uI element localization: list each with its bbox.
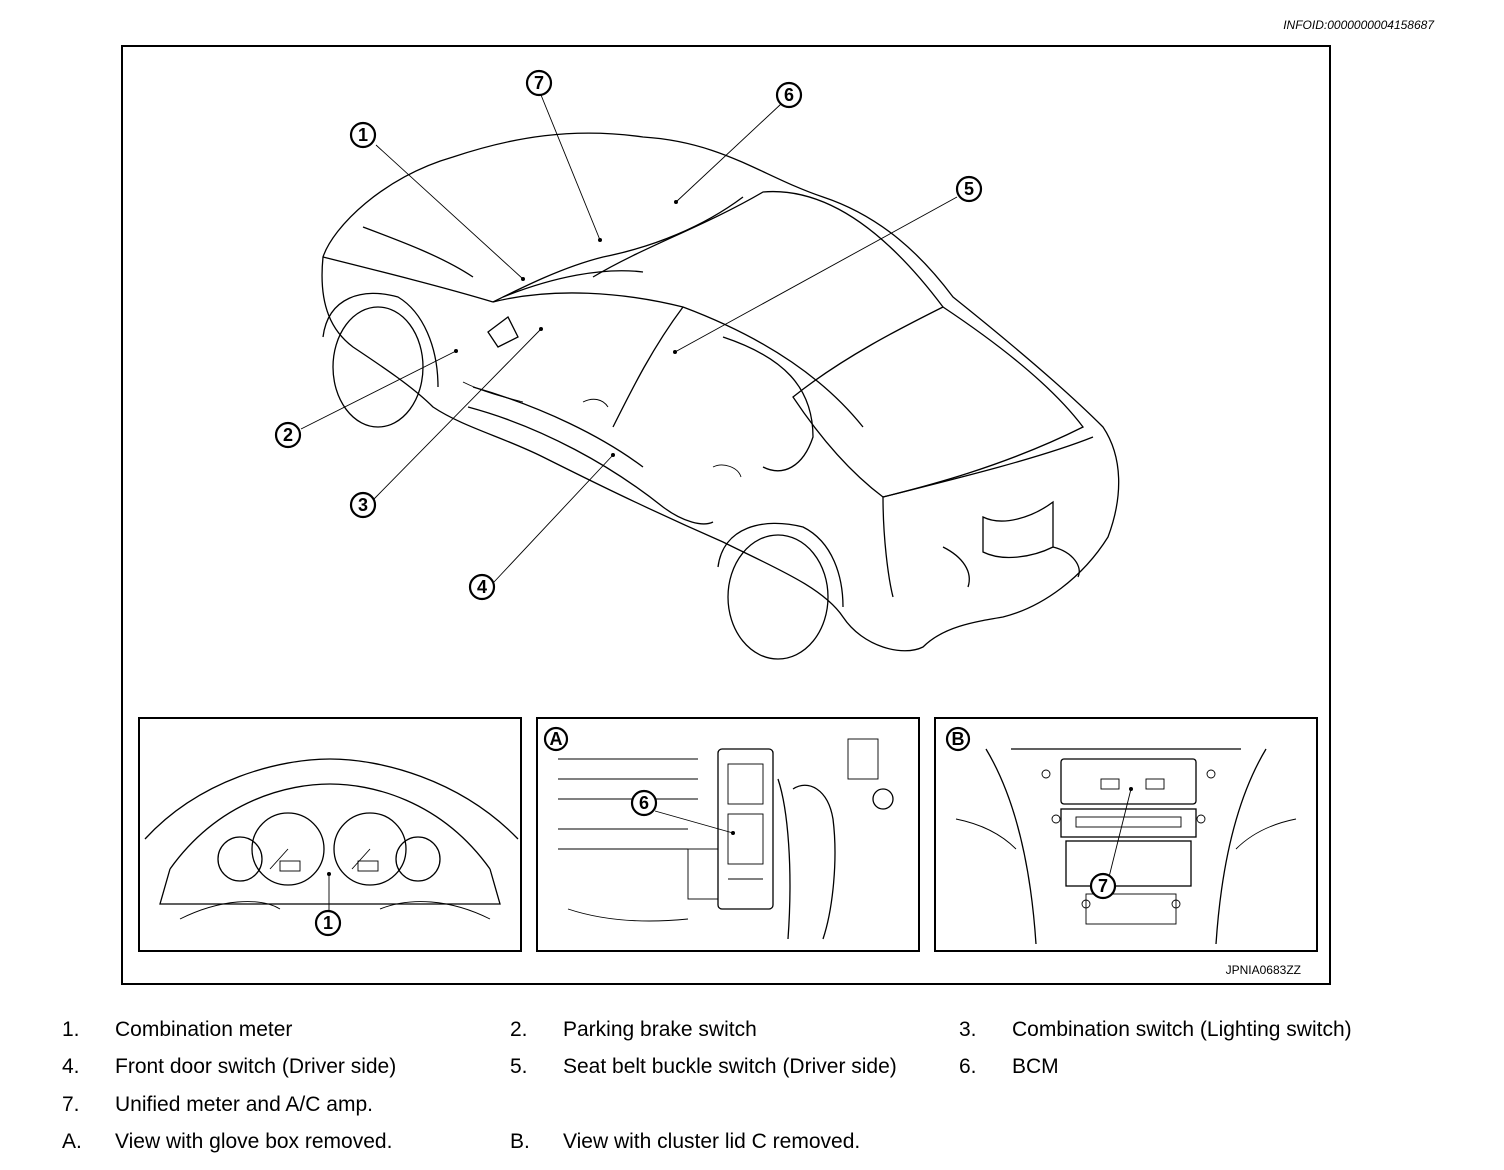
inset-b-letter: B: [945, 726, 971, 752]
legend-key: 6.: [959, 1055, 977, 1078]
svg-text:A: A: [550, 729, 563, 749]
inset-b-cluster-lid-removed: B 7: [934, 717, 1318, 952]
svg-text:7: 7: [1098, 876, 1108, 896]
legend-text: Combination meter: [115, 1018, 293, 1041]
legend-key: 3.: [959, 1018, 977, 1041]
legend-key: 4.: [62, 1055, 80, 1078]
legend-text: Unified meter and A/C amp.: [115, 1093, 373, 1116]
svg-text:4: 4: [477, 577, 487, 597]
svg-text:6: 6: [784, 85, 794, 105]
svg-text:6: 6: [639, 793, 649, 813]
inset-a-letter: A: [543, 726, 569, 752]
legend-text: Front door switch (Driver side): [115, 1055, 397, 1078]
inset-combination-meter: 1: [138, 717, 522, 952]
legend-key: 2.: [510, 1018, 528, 1041]
vehicle-illustration: 1 2 3 4 5 6 7: [274, 69, 1120, 660]
callout-4: 4: [468, 573, 496, 601]
legend-key: 5.: [510, 1055, 528, 1078]
svg-text:7: 7: [534, 73, 544, 93]
legend-key: A.: [62, 1130, 82, 1153]
info-id: INFOID:0000000004158687: [1283, 18, 1434, 32]
callout-5: 5: [955, 175, 983, 203]
legend-text: View with cluster lid C removed.: [563, 1130, 861, 1153]
svg-text:5: 5: [964, 179, 974, 199]
legend-key: 7.: [62, 1093, 80, 1116]
legend-text: Combination switch (Lighting switch): [1012, 1018, 1352, 1041]
legend-text: BCM: [1012, 1055, 1059, 1078]
legend-text: View with glove box removed.: [115, 1130, 393, 1153]
legend-text: Parking brake switch: [563, 1018, 757, 1041]
svg-text:1: 1: [358, 125, 368, 145]
inset-meter-callout-1: 1: [314, 909, 342, 937]
svg-text:3: 3: [358, 495, 368, 515]
legend-key: 1.: [62, 1018, 80, 1041]
callout-1: 1: [349, 121, 377, 149]
legend-text: Seat belt buckle switch (Driver side): [563, 1055, 897, 1078]
callout-6: 6: [775, 81, 803, 109]
figure-code: JPNIA0683ZZ: [1225, 963, 1301, 977]
inset-a-glove-box-removed: A 6: [536, 717, 920, 952]
inset-a-callout-6: 6: [630, 789, 658, 817]
callout-7: 7: [525, 69, 553, 97]
svg-text:2: 2: [283, 425, 293, 445]
legend-key: B.: [510, 1130, 530, 1153]
svg-text:1: 1: [323, 913, 333, 933]
svg-text:B: B: [952, 729, 965, 749]
callout-2: 2: [274, 421, 302, 449]
diagram-frame: 1 2 3 4 5 6 7 1: [121, 45, 1331, 985]
inset-b-callout-7: 7: [1089, 872, 1117, 900]
callout-3: 3: [349, 491, 377, 519]
